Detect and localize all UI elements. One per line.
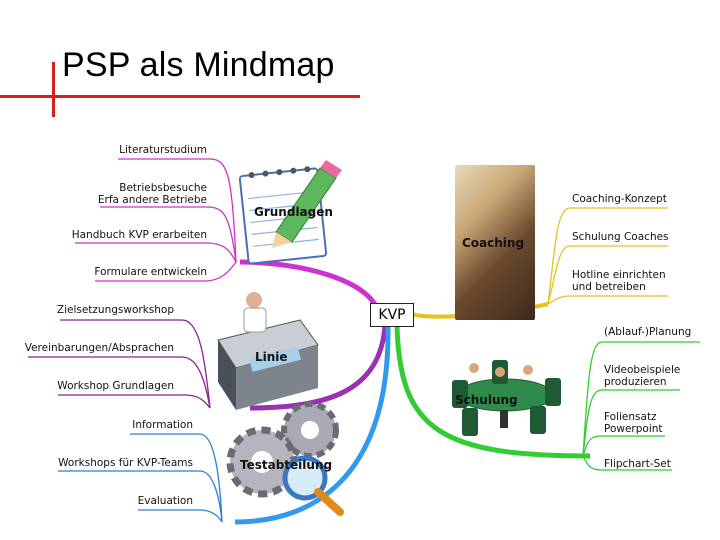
node-evaluation[interactable]: Evaluation [137, 495, 193, 507]
branch-testabteilung-children [58, 433, 223, 523]
center-node[interactable]: KVP [370, 303, 414, 327]
title-decoration-bar [52, 62, 55, 117]
node-betriebsbesuche[interactable]: Betriebsbesuche Erfa andere Betriebe [97, 182, 207, 206]
node-handbuch[interactable]: Handbuch KVP erarbeiten [71, 229, 207, 241]
node-vereinbarungen[interactable]: Vereinbarungen/Absprachen [24, 342, 174, 354]
node-ablaufplanung[interactable]: (Ablauf-)Planung [604, 326, 692, 338]
branch-schulung-children [582, 341, 700, 471]
hub-coaching[interactable]: Coaching [462, 236, 525, 250]
node-zielsetzungsworkshop[interactable]: Zielsetzungsworkshop [56, 304, 174, 316]
node-foliensatz[interactable]: Foliensatz Powerpoint [604, 411, 663, 435]
title-decoration-line [0, 95, 360, 98]
factory-worker-icon [217, 292, 319, 410]
node-schulung-coaches[interactable]: Schulung Coaches [572, 231, 669, 243]
notepad-pencil-icon [238, 160, 342, 265]
node-workshop-grundlagen[interactable]: Workshop Grundlagen [57, 380, 174, 392]
node-information[interactable]: Information [132, 419, 193, 431]
node-flipchart-set[interactable]: Flipchart-Set [604, 458, 671, 470]
node-formulare[interactable]: Formulare entwickeln [94, 266, 207, 278]
page-title: PSP als Mindmap [62, 46, 335, 84]
node-hotline[interactable]: Hotline einrichten und betreiben [572, 269, 666, 293]
coaching-photo [455, 165, 535, 320]
link-testabteilung [234, 325, 391, 525]
hub-grundlagen[interactable]: Grundlagen [254, 205, 333, 219]
node-workshops-kvp-teams[interactable]: Workshops für KVP-Teams [58, 457, 193, 469]
hub-linie[interactable]: Linie [255, 350, 288, 364]
link-grundlagen [239, 259, 381, 313]
meeting-table-icon [452, 360, 561, 436]
hub-schulung[interactable]: Schulung [455, 393, 518, 407]
branch-linie-children [28, 319, 211, 409]
node-videobeispiele[interactable]: Videobeispiele produzieren [604, 364, 681, 388]
branch-grundlagen-children [75, 158, 237, 282]
hub-testabteilung[interactable]: Testabteilung [240, 458, 333, 472]
link-schulung [394, 325, 591, 459]
node-coaching-konzept[interactable]: Coaching-Konzept [572, 193, 667, 205]
gears-magnifier-icon [226, 401, 344, 516]
node-literaturstudium[interactable]: Literaturstudium [119, 144, 207, 156]
link-linie [249, 325, 388, 411]
branch-coaching-children [547, 207, 668, 305]
